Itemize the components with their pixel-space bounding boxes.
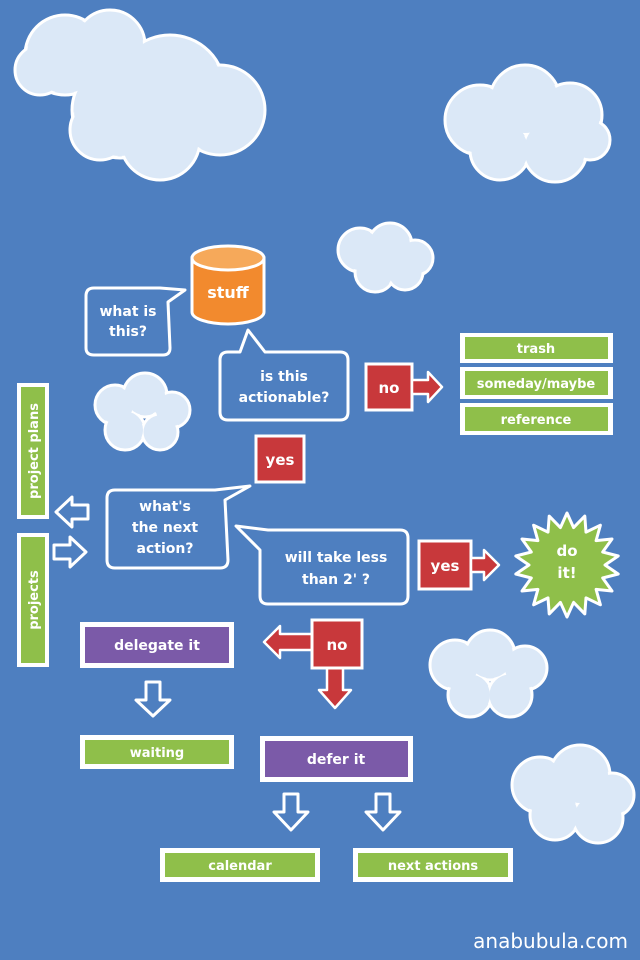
no-top-label: no xyxy=(379,379,400,397)
reference-box: reference xyxy=(460,403,613,435)
trash-box: trash xyxy=(460,333,613,363)
what-is-this-line1: what is xyxy=(99,304,156,320)
yes-top-label: yes xyxy=(266,451,295,469)
no-top: no xyxy=(364,362,444,412)
do-it-burst: do it! xyxy=(514,511,620,619)
cloud-small-mid xyxy=(336,221,435,294)
next-actions-box: next actions xyxy=(353,848,513,882)
arrow-right-from-projects xyxy=(52,535,88,569)
arrow-down-to-calendar xyxy=(272,792,310,832)
reference-label: reference xyxy=(501,413,572,428)
yes-top: yes xyxy=(254,434,306,484)
stuff-inbox: stuff xyxy=(190,244,266,326)
what-is-this-bubble: what is this? xyxy=(84,286,187,357)
actionable-line2: actionable? xyxy=(239,390,330,406)
next-action-line1: what's xyxy=(139,499,191,515)
defer-box: defer it xyxy=(260,736,413,782)
actionable-bubble: is this actionable? xyxy=(218,328,350,422)
cloud-right-mid xyxy=(428,628,549,719)
what-is-this-line2: this? xyxy=(109,324,147,340)
someday-label: someday/maybe xyxy=(477,377,596,392)
no-bottom-label: no xyxy=(327,636,348,654)
yes-right-label: yes xyxy=(431,557,460,575)
actionable-line1: is this xyxy=(260,369,308,385)
yes-right: yes xyxy=(417,539,501,591)
arrow-down-to-next-actions xyxy=(364,792,402,832)
cloud-bottom-right xyxy=(510,743,636,845)
cloud-left-mid xyxy=(93,371,192,452)
projects-box: projects xyxy=(17,533,49,667)
arrow-down-to-waiting xyxy=(134,680,172,718)
delegate-box: delegate it xyxy=(80,622,234,668)
defer-label: defer it xyxy=(307,752,366,768)
project-plans-label: project plans xyxy=(27,403,42,499)
cloud-top-right xyxy=(443,63,612,184)
project-plans-box: project plans xyxy=(17,383,49,519)
cloud-top-left xyxy=(13,8,267,182)
two-minute-line1: will take less xyxy=(285,550,388,566)
next-action-bubble: what's the next action? xyxy=(105,484,252,570)
next-action-line3: action? xyxy=(137,541,194,557)
stuff-label: stuff xyxy=(207,283,250,302)
next-action-line2: the next xyxy=(132,520,199,536)
two-minute-bubble: will take less than 2' ? xyxy=(234,524,410,606)
waiting-label: waiting xyxy=(130,746,184,761)
two-minute-line2: than 2' ? xyxy=(302,572,370,588)
trash-label: trash xyxy=(517,342,555,357)
someday-box: someday/maybe xyxy=(460,367,613,399)
no-bottom: no xyxy=(262,618,364,710)
do-it-line1: do xyxy=(556,542,577,560)
delegate-label: delegate it xyxy=(114,638,200,654)
next-actions-label: next actions xyxy=(388,859,479,874)
calendar-label: calendar xyxy=(208,859,272,874)
arrow-left-to-project-plans xyxy=(54,495,90,529)
projects-label: projects xyxy=(27,570,42,630)
do-it-line2: it! xyxy=(557,564,576,582)
watermark: anabubula.com xyxy=(473,929,628,953)
calendar-box: calendar xyxy=(160,848,320,882)
waiting-box: waiting xyxy=(80,735,234,769)
